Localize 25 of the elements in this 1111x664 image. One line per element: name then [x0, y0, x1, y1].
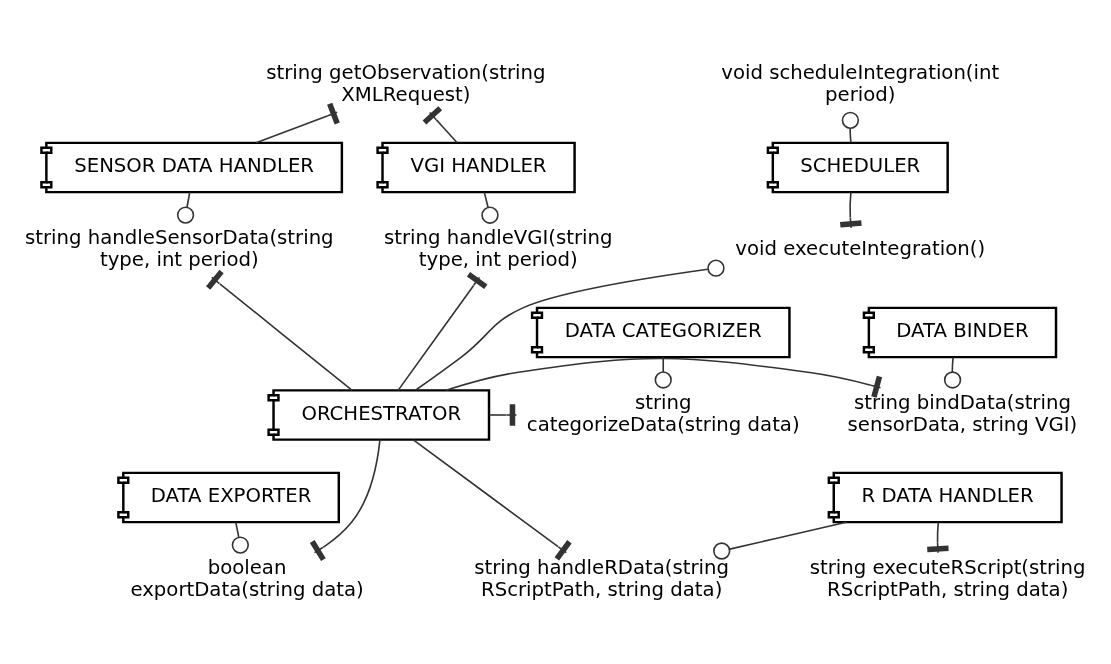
node-text: string handleSensorData(string type, int period) [25, 225, 334, 271]
connector [309, 438, 381, 561]
node-text: void executeIntegration() [735, 236, 986, 260]
connector [412, 438, 572, 561]
connector [422, 105, 458, 143]
node-text: boolean exportData(string data) [130, 555, 364, 601]
node-text: string executeRScript(string RScriptPath, string data) [809, 555, 1086, 601]
connector [654, 356, 672, 389]
node-text: string bindData(string sensorData, string VGI) [847, 390, 1078, 436]
node-text: string getObservation(string XMLRequest) [266, 60, 546, 106]
connector [231, 521, 249, 554]
connector [255, 102, 340, 144]
connector [713, 520, 847, 560]
connector [841, 111, 860, 143]
connector [397, 271, 488, 391]
connector [206, 269, 353, 391]
connector [414, 258, 725, 391]
connector [840, 191, 862, 229]
node-text: void scheduleIntegration(int period) [721, 60, 1000, 106]
node-text: string categorizeData(string data) [526, 390, 800, 436]
node-text: string handleVGI(string type, int period) [383, 225, 613, 271]
connector [927, 521, 949, 554]
node-text: string handleRData(string RScriptPath, string data) [474, 555, 730, 601]
connector [445, 357, 883, 398]
connector [176, 191, 195, 224]
